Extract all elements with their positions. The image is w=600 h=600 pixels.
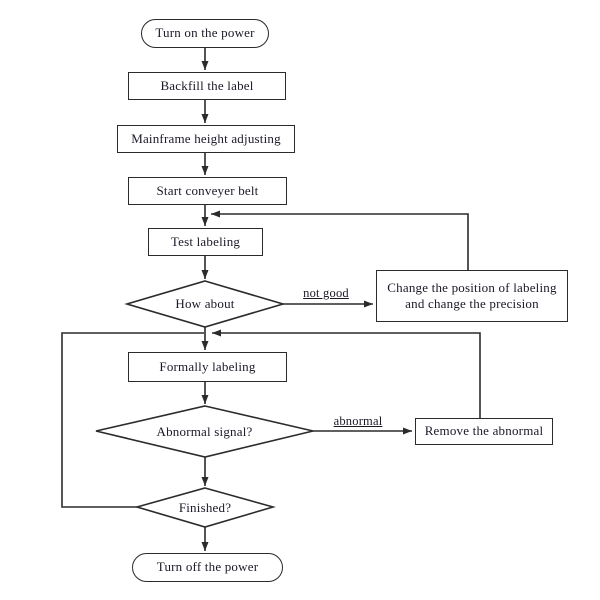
decision-how-about-text: How about xyxy=(175,296,235,311)
terminal-turn-off-power-label: Turn off the power xyxy=(156,559,259,575)
process-test-labeling: Test labeling xyxy=(148,228,263,256)
decision-finished-label: Finished? xyxy=(137,488,273,527)
edge-finished-loop-to-formally xyxy=(61,332,204,508)
decision-how-about-shape xyxy=(124,280,286,328)
decision-abnormal-signal-label: Abnormal signal? xyxy=(96,406,313,457)
process-change-position-precision: Change the position of labeling and chan… xyxy=(376,270,568,322)
process-formally-labeling: Formally labeling xyxy=(128,352,287,382)
process-start-conveyer-belt-text: Start conveyer belt xyxy=(156,182,259,198)
process-start-conveyer-belt: Start conveyer belt xyxy=(128,177,287,205)
terminal-turn-off-power: Turn off the power xyxy=(132,553,283,582)
terminal-turn-on-power: Turn on the power xyxy=(141,19,269,48)
terminal-turn-on-power-label: Turn on the power xyxy=(155,25,255,41)
process-backfill-label: Backfill the label xyxy=(128,72,286,100)
process-change-position-precision-text: Change the position of labeling and chan… xyxy=(387,279,557,311)
edge-removeabnormal-loop-to-formally xyxy=(212,329,481,418)
process-remove-abnormal: Remove the abnormal xyxy=(415,418,553,445)
process-formally-labeling-text: Formally labeling xyxy=(159,358,256,374)
process-remove-abnormal-text: Remove the abnormal xyxy=(424,423,544,439)
decision-how-about-label: How about xyxy=(127,281,283,327)
process-backfill-label-text: Backfill the label xyxy=(160,77,254,93)
process-test-labeling-text: Test labeling xyxy=(170,233,241,249)
process-mainframe-height-adjusting: Mainframe height adjusting xyxy=(117,125,295,153)
edge-label-abnormal: abnormal xyxy=(333,414,383,428)
edge-label-not-good: not good xyxy=(303,286,349,300)
decision-finished-text: Finished? xyxy=(178,499,232,515)
decision-abnormal-signal-shape xyxy=(95,405,314,458)
decision-finished-shape xyxy=(134,487,276,528)
process-mainframe-height-adjusting-text: Mainframe height adjusting xyxy=(131,130,281,146)
decision-abnormal-signal-text: Abnormal signal? xyxy=(156,423,253,439)
edge-changeposition-loop-to-testlabeling xyxy=(211,210,469,270)
